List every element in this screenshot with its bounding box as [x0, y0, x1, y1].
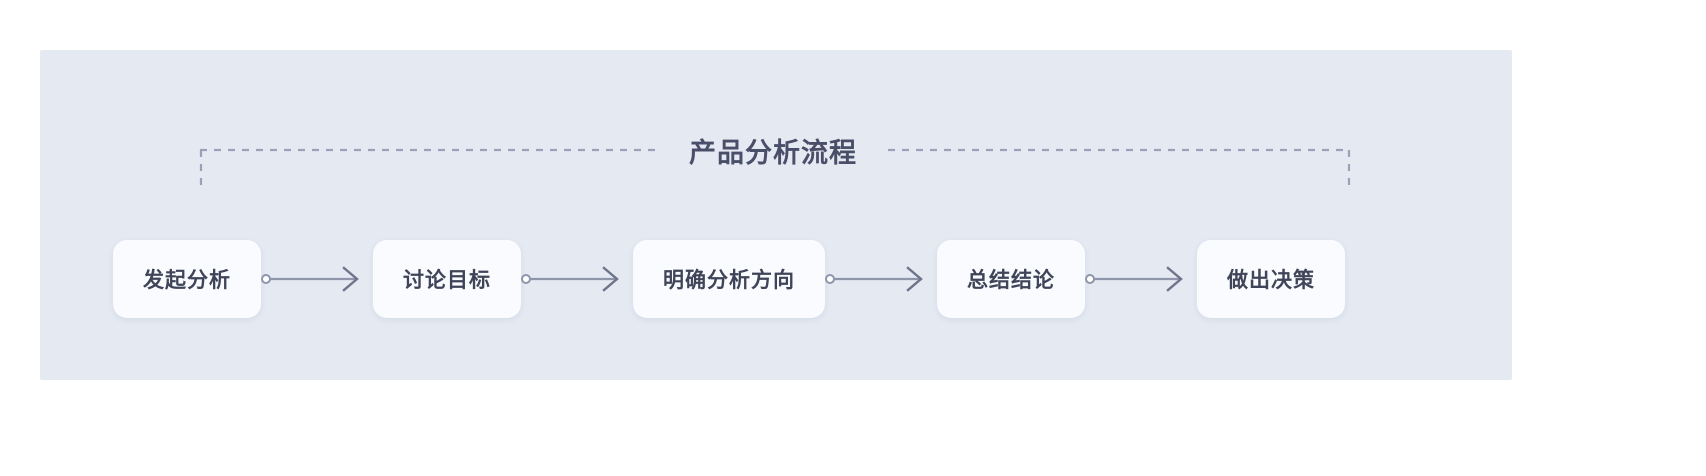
flow-steps-row: 发起分析 讨论目标 明确分析方向 总结结论: [0, 240, 1706, 318]
flow-step-label: 发起分析: [143, 269, 231, 292]
arrow-connector-icon: [521, 266, 619, 292]
flow-step-label: 讨论目标: [403, 269, 491, 292]
flow-step-label: 明确分析方向: [663, 269, 795, 292]
arrow-connector-icon: [825, 266, 923, 292]
flow-step-label: 总结结论: [967, 269, 1055, 292]
arrow-connector-icon: [261, 266, 359, 292]
page-title: 产品分析流程: [689, 138, 857, 168]
flow-step-3[interactable]: 明确分析方向: [633, 240, 825, 318]
flow-step-label: 做出决策: [1227, 269, 1315, 292]
arrow-connector-icon: [1085, 266, 1183, 292]
flow-step-5[interactable]: 做出决策: [1197, 240, 1345, 318]
flow-step-1[interactable]: 发起分析: [113, 240, 261, 318]
flow-step-4[interactable]: 总结结论: [937, 240, 1085, 318]
flow-step-2[interactable]: 讨论目标: [373, 240, 521, 318]
diagram-panel: [40, 50, 1512, 380]
